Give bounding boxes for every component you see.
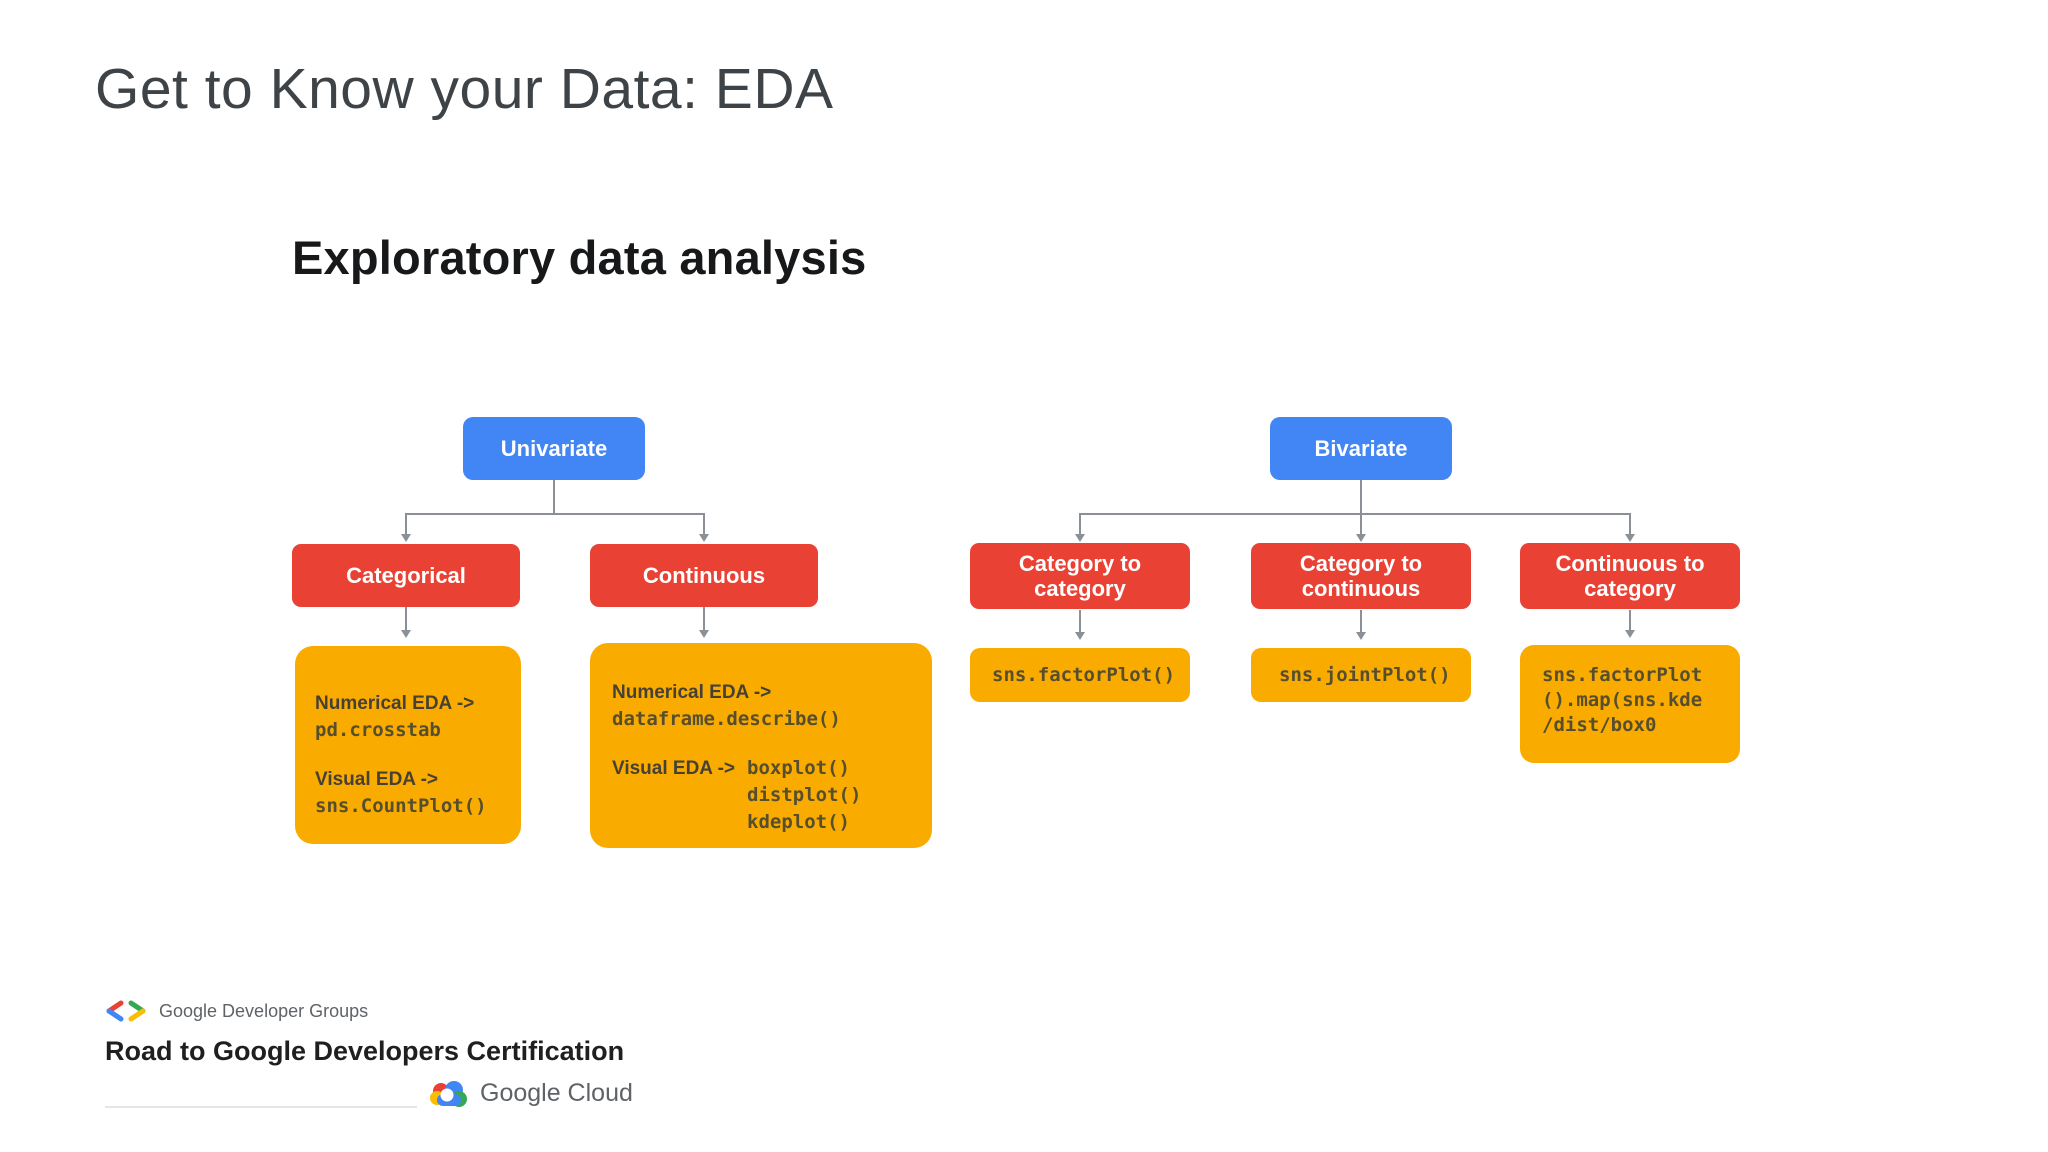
category-to-category-node: Category to category	[970, 543, 1190, 609]
continuous-code-box: Numerical EDA -> dataframe.describe() Vi…	[590, 643, 932, 848]
program-title: Road to Google Developers Certification	[105, 1036, 625, 1066]
connector-line	[1629, 513, 1631, 535]
code-line: sns.factorPlot	[1542, 664, 1703, 686]
categorical-code-box: Numerical EDA -> pd.crosstab Visual EDA …	[295, 646, 521, 844]
visual-eda-code: boxplot()	[747, 757, 850, 779]
gdg-branding: Google Developer Groups	[105, 1000, 368, 1022]
connector-line	[1360, 513, 1362, 535]
arrow-down-icon	[699, 630, 709, 638]
categorical-node: Categorical	[292, 544, 520, 607]
connector-line	[1079, 513, 1081, 535]
arrow-down-icon	[1625, 534, 1635, 542]
code-line: /dist/box0	[1542, 714, 1657, 736]
connector-line	[703, 607, 705, 631]
arrow-down-icon	[1075, 632, 1085, 640]
numerical-eda-label: Numerical EDA ->	[315, 693, 475, 714]
slide-title: Get to Know your Data: EDA	[95, 57, 834, 121]
google-developer-groups-icon	[106, 1000, 146, 1022]
google-cloud-branding: Google Cloud	[428, 1078, 633, 1108]
code-line: ().map(sns.kde	[1542, 689, 1703, 711]
connector-line	[703, 513, 705, 535]
arrow-down-icon	[1356, 534, 1366, 542]
factorplot-map-code-box: sns.factorPlot ().map(sns.kde /dist/box0	[1520, 645, 1740, 763]
connector-line	[405, 607, 407, 631]
connector-line	[1629, 610, 1631, 632]
connector-line	[405, 513, 407, 535]
visual-eda-code: distplot()	[747, 784, 862, 806]
visual-eda-code: kdeplot()	[747, 811, 850, 833]
numerical-eda-code: dataframe.describe()	[612, 708, 841, 730]
continuous-to-category-node: Continuous to category	[1520, 543, 1740, 609]
arrow-down-icon	[1356, 632, 1366, 640]
connector-line	[1079, 513, 1631, 515]
jointplot-code-box: sns.jointPlot()	[1251, 648, 1471, 702]
footer-divider	[105, 1106, 417, 1108]
gdg-label: Google Developer Groups	[159, 1000, 369, 1021]
connector-line	[553, 480, 555, 513]
connector-line	[1360, 610, 1362, 633]
arrow-down-icon	[401, 534, 411, 542]
factorplot-code-box: sns.factorPlot()	[970, 648, 1190, 702]
code-line: sns.jointPlot()	[1279, 663, 1451, 686]
visual-eda-code: sns.CountPlot()	[315, 795, 487, 817]
category-to-continuous-node: Category to continuous	[1251, 543, 1471, 609]
arrow-down-icon	[1075, 534, 1085, 542]
connector-line	[1360, 480, 1362, 513]
continuous-node: Continuous	[590, 544, 818, 607]
visual-eda-label: Visual EDA ->	[315, 769, 439, 790]
arrow-down-icon	[401, 630, 411, 638]
arrow-down-icon	[1625, 630, 1635, 638]
visual-eda-label: Visual EDA ->	[612, 758, 736, 779]
univariate-node: Univariate	[463, 417, 645, 480]
code-line: sns.factorPlot()	[992, 663, 1176, 686]
bivariate-node: Bivariate	[1270, 417, 1452, 480]
google-cloud-icon	[430, 1081, 467, 1107]
numerical-eda-label: Numerical EDA ->	[612, 682, 772, 703]
numerical-eda-code: pd.crosstab	[315, 719, 441, 741]
connector-line	[405, 513, 705, 515]
arrow-down-icon	[699, 534, 709, 542]
connector-line	[1079, 610, 1081, 633]
google-cloud-label: Google Cloud	[480, 1078, 633, 1107]
diagram-heading: Exploratory data analysis	[292, 231, 867, 284]
